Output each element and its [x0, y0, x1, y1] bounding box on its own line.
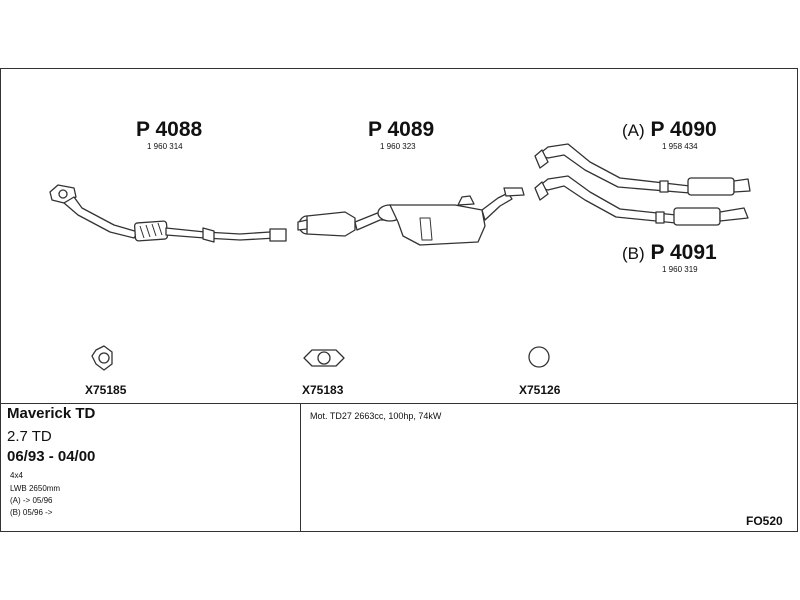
vehicle-engine: 2.7 TD	[7, 428, 52, 445]
gasket-label-2: X75183	[302, 383, 344, 397]
vehicle-years: 06/93 - 04/00	[7, 448, 96, 465]
vehicle-note-drive: 4x4	[10, 471, 23, 480]
gasket-label-3: X75126	[519, 383, 561, 397]
gasket-ring-drawing	[528, 346, 550, 368]
part-number-p4090: (A) P 4090	[622, 118, 717, 141]
part-ref-p4088: 1 960 314	[147, 142, 183, 151]
vehicle-note-wheelbase: LWB 2650mm	[10, 484, 61, 493]
silencer-drawing	[297, 187, 525, 246]
horizontal-divider	[0, 403, 798, 404]
part-ref-p4090: 1 958 434	[662, 142, 698, 151]
diagram-code: FO520	[746, 514, 783, 528]
part-number-p4091: (B) P 4091	[622, 241, 717, 264]
motor-info: Mot. TD27 2663cc, 100hp, 74kW	[310, 411, 442, 421]
vehicle-note-a: (A) -> 05/96	[10, 496, 53, 505]
vertical-divider	[300, 403, 301, 532]
gasket-label-1: X75185	[85, 383, 127, 397]
vehicle-note-b: (B) 05/96 ->	[10, 508, 53, 517]
part-number-p4089: P 4089	[368, 118, 435, 141]
gasket-triangular-drawing	[91, 345, 113, 371]
exhaust-system-drawing	[49, 143, 751, 371]
front-pipe-drawing	[49, 184, 287, 243]
diagram-frame	[0, 68, 798, 532]
tail-pipe-a-drawing	[534, 143, 751, 196]
part-ref-p4089: 1 960 323	[380, 142, 416, 151]
part-number-p4088: P 4088	[136, 118, 203, 141]
gasket-oval-drawing	[303, 349, 345, 367]
tail-pipe-b-drawing	[534, 175, 749, 226]
vehicle-model: Maverick TD	[7, 405, 96, 422]
part-ref-p4091: 1 960 319	[662, 265, 698, 274]
